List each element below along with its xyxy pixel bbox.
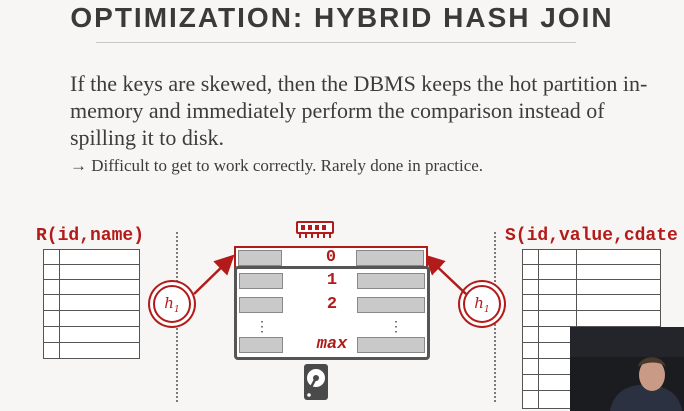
slide-sub-bullet: → Difficult to get to work correctly. Ra… (70, 156, 484, 175)
left-relation-table (43, 249, 140, 359)
hash-fn-name: h (474, 294, 484, 312)
slide-body-text: If the keys are skewed, then the DBMS ke… (70, 71, 648, 150)
presenter-figure (570, 327, 684, 411)
left-hash-function: h1 (153, 285, 191, 323)
partition-label-0: 0 (325, 248, 337, 267)
hash-table: 1 2 ⋮ ⋮ max (234, 266, 430, 360)
left-relation-label: R(id,name) (36, 226, 145, 246)
vertical-ellipsis-left: ⋮ (255, 318, 269, 334)
right-arrow (424, 254, 467, 295)
hash-fn-name: h (164, 294, 174, 312)
hard-disk-icon (304, 364, 328, 400)
partition-label-max: max (316, 335, 348, 354)
memory-chip-icon (296, 221, 334, 238)
right-relation-label: S(id,value,cdate (505, 226, 678, 246)
partition-label-2: 2 (326, 295, 338, 314)
left-arrow (193, 254, 235, 295)
presenter-webcam (570, 327, 684, 411)
hash-fn-subscript: 1 (173, 305, 180, 315)
title-rule (96, 42, 576, 43)
slide-title: OPTIMIZATION: HYBRID HASH JOIN (70, 2, 614, 33)
right-hash-function: h1 (463, 285, 501, 323)
partition-label-1: 1 (326, 271, 338, 290)
vertical-ellipsis-right: ⋮ (389, 318, 403, 334)
hash-fn-subscript: 1 (483, 305, 490, 315)
